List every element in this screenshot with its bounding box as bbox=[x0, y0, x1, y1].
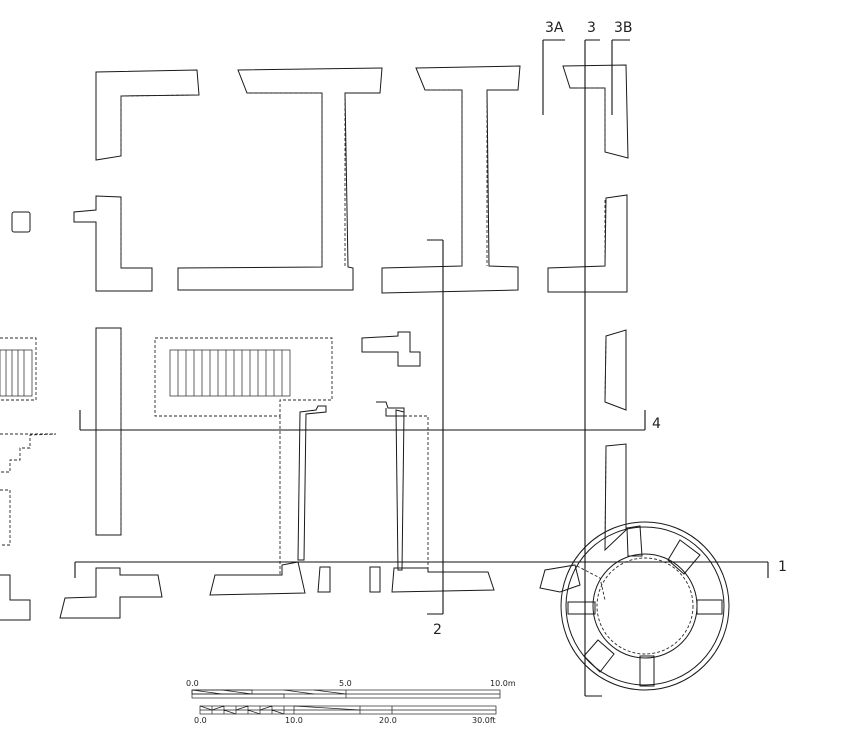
wall-group-bottom bbox=[59, 561, 495, 619]
stair-block-left-edge bbox=[0, 337, 37, 401]
wall-group-top-left bbox=[95, 69, 200, 161]
column-left bbox=[95, 327, 122, 536]
scale-imperial-label-2: 20.0 bbox=[379, 716, 397, 725]
wall-group-upper-left bbox=[11, 195, 153, 292]
section-line-3 bbox=[584, 39, 602, 697]
section-label-1: 1 bbox=[778, 559, 787, 575]
section-line-2 bbox=[427, 239, 444, 615]
scale-metric-label-2: 10.0m bbox=[490, 679, 516, 688]
scale-bar-imperial bbox=[199, 705, 497, 715]
wall-group-left-stepped bbox=[0, 433, 57, 621]
scale-bar-metric bbox=[191, 689, 501, 699]
wall-group-top-right bbox=[547, 64, 629, 293]
scale-metric-label-0: 0.0 bbox=[186, 679, 199, 688]
section-line-1 bbox=[74, 561, 769, 578]
wall-group-center bbox=[279, 331, 429, 575]
section-label-3b: 3B bbox=[614, 20, 633, 36]
section-line-3b bbox=[611, 39, 630, 115]
scale-imperial-label-1: 10.0 bbox=[285, 716, 303, 725]
wall-group-top-center-right bbox=[381, 65, 521, 294]
section-label-4: 4 bbox=[652, 416, 661, 432]
section-label-3a: 3A bbox=[545, 20, 564, 36]
section-line-3a bbox=[542, 39, 565, 115]
section-label-3: 3 bbox=[587, 20, 596, 36]
scale-metric-label-1: 5.0 bbox=[339, 679, 352, 688]
stair-block bbox=[154, 337, 333, 417]
wall-group-top-center-left bbox=[177, 67, 383, 291]
rotunda-wall-group bbox=[539, 443, 730, 691]
section-line-4 bbox=[79, 410, 646, 431]
scale-imperial-label-0: 0.0 bbox=[194, 716, 207, 725]
section-label-2: 2 bbox=[433, 622, 442, 638]
wall-group-right-middle bbox=[604, 329, 627, 411]
scale-imperial-label-3: 30.0ft bbox=[472, 716, 496, 725]
